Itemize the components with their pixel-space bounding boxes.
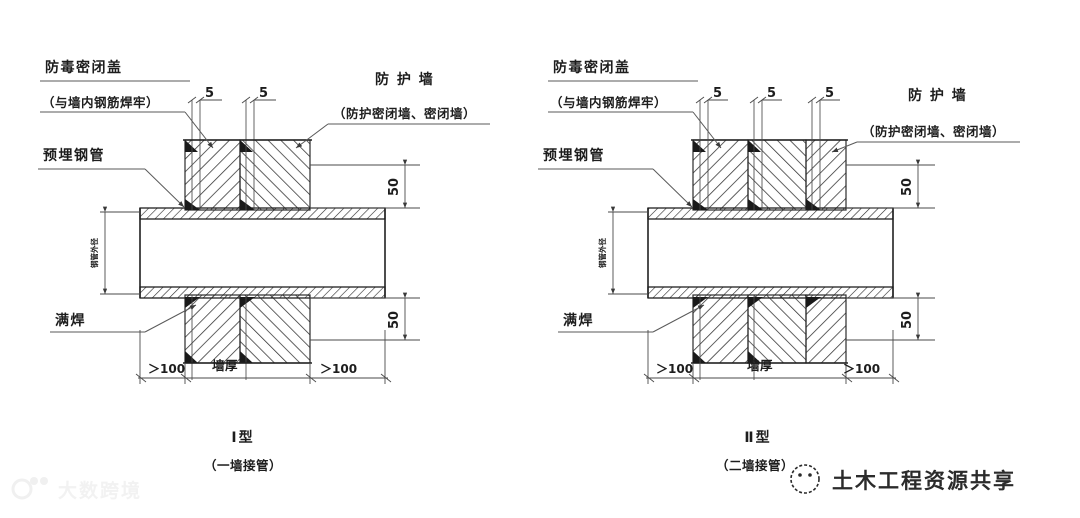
weld2-mark-10 xyxy=(748,351,761,363)
callout2-pipe: 预埋钢管 xyxy=(538,147,693,208)
weld-mark-4 xyxy=(240,297,255,308)
label2-wall-sub: （防护密闭墙、密闭墙） xyxy=(862,124,1005,139)
edge-dimension-bottom: 50 xyxy=(310,292,420,341)
weld2-mark-6 xyxy=(806,297,821,308)
watermark-right-text: 土木工程资源共享 xyxy=(832,469,1016,493)
diagram-type-1: 5 5 防毒密闭盖 （与墙内钢筋焊牢） 防 护 墙 （防护密闭墙、密闭墙） 预埋… xyxy=(38,59,490,473)
pipe-diameter-dimension: 钢管外径 xyxy=(89,206,140,295)
wall2-block-upper-right xyxy=(805,139,847,211)
gap-dim-2: 5 xyxy=(259,86,268,101)
gap2-dim-2: 5 xyxy=(767,86,776,101)
wall-block-lower-left xyxy=(184,294,241,364)
dim-wall-thickness: 墙厚 xyxy=(212,358,238,373)
edge2-dim-top: 50 xyxy=(900,178,915,196)
caption-title-2: Ⅱ型 xyxy=(744,429,771,446)
dim2-left-clear: ＞100 xyxy=(656,362,693,376)
label2-weld: 满焊 xyxy=(563,312,594,329)
label-cover-sub: （与墙内钢筋焊牢） xyxy=(42,95,159,110)
weld-mark-3 xyxy=(185,297,200,308)
label-pipe: 预埋钢管 xyxy=(43,147,105,164)
watermark-bottom-left: 大数跨境 xyxy=(11,477,142,502)
gap2-dim-1: 5 xyxy=(713,86,722,101)
weld2-mark-1 xyxy=(693,199,708,210)
wall2-block-lower-left xyxy=(692,294,749,364)
dim2-right-clear: ＞100 xyxy=(843,362,880,376)
label2-pipe: 预埋钢管 xyxy=(543,147,605,164)
edge2-dimension-bottom: 50 xyxy=(846,292,935,341)
gap-dim-1: 5 xyxy=(205,86,214,101)
bottom2-dimension-chain: ＞100 墙厚 ＞100 xyxy=(643,330,900,384)
diagram-type-2: 5 5 5 防毒密闭盖 （与墙内钢筋焊牢） 防 护 墙 （防护密闭墙、密闭墙） … xyxy=(538,59,1020,473)
label2-cover-sub: （与墙内钢筋焊牢） xyxy=(550,95,667,110)
label2-wall-main: 防 护 墙 xyxy=(908,87,967,104)
dim2-wall-thickness: 墙厚 xyxy=(747,358,773,373)
weld-mark-1 xyxy=(185,199,200,210)
weld-mark-7 xyxy=(185,351,198,363)
weld2-mark-5 xyxy=(748,297,763,308)
edge2-dimension-top: 50 xyxy=(846,159,935,209)
gap2-dim-3: 5 xyxy=(825,86,834,101)
callout2-weld: 满焊 xyxy=(558,304,705,333)
caption-title-1: Ⅰ型 xyxy=(231,429,254,446)
weld-mark-6 xyxy=(240,140,253,152)
callout-pipe: 预埋钢管 xyxy=(38,147,185,208)
weld2-mark-2 xyxy=(748,199,763,210)
weld2-mark-7 xyxy=(693,140,706,152)
caption-sub-2: （二墙接管） xyxy=(716,458,794,473)
label2-pipe-diameter: 钢管外径 xyxy=(597,238,607,268)
label-pipe-diameter: 钢管外径 xyxy=(89,238,99,268)
pipe2-diameter-dimension: 钢管外径 xyxy=(597,206,648,295)
weld-mark-2 xyxy=(240,199,255,210)
callout2-cover: 防毒密闭盖 （与墙内钢筋焊牢） xyxy=(548,59,722,149)
caption-sub-1: （一墙接管） xyxy=(204,458,282,473)
edge-dim-top: 50 xyxy=(387,178,402,196)
pipe-wall-top xyxy=(139,207,386,220)
label-cover-main: 防毒密闭盖 xyxy=(45,59,123,76)
pipe2-wall-top xyxy=(647,207,894,220)
wall-block-lower-right xyxy=(239,294,311,364)
gap-dimension-group: 5 5 xyxy=(187,86,276,104)
gap2-dimension-group: 5 5 5 xyxy=(695,86,840,104)
edge-dim-bottom: 50 xyxy=(387,311,402,329)
weld2-mark-9 xyxy=(693,351,706,363)
callout2-wall: 防 护 墙 （防护密闭墙、密闭墙） xyxy=(831,87,1020,153)
callout-wall: 防 护 墙 （防护密闭墙、密闭墙） xyxy=(295,71,490,149)
edge2-dim-bottom: 50 xyxy=(900,311,915,329)
weld-mark-8 xyxy=(240,351,253,363)
pipe-wall-bottom xyxy=(139,286,386,299)
edge-dimension-top: 50 xyxy=(310,159,420,209)
watermark-bottom-right: 土木工程资源共享 xyxy=(790,464,1016,494)
callout-cover: 防毒密闭盖 （与墙内钢筋焊牢） xyxy=(40,59,214,149)
weld-mark-5 xyxy=(185,140,198,152)
dim-left-clear: ＞100 xyxy=(148,362,185,376)
wall2-block-lower-right xyxy=(805,294,847,364)
bottom-dimension-chain: ＞100 墙厚 ＞100 xyxy=(135,330,392,384)
label-weld: 满焊 xyxy=(55,312,86,329)
weld2-mark-4 xyxy=(693,297,708,308)
label2-cover-main: 防毒密闭盖 xyxy=(553,59,631,76)
dim-right-clear: ＞100 xyxy=(320,362,357,376)
pipe2-wall-bottom xyxy=(647,286,894,299)
label-wall-sub: （防护密闭墙、密闭墙） xyxy=(333,106,476,121)
weld2-mark-8 xyxy=(748,140,761,152)
callout-weld: 满焊 xyxy=(50,304,197,333)
wall2-block-lower-mid xyxy=(747,294,807,364)
watermark-left-text: 大数跨境 xyxy=(58,479,142,502)
weld2-mark-3 xyxy=(806,199,821,210)
label-wall-main: 防 护 墙 xyxy=(375,71,434,88)
